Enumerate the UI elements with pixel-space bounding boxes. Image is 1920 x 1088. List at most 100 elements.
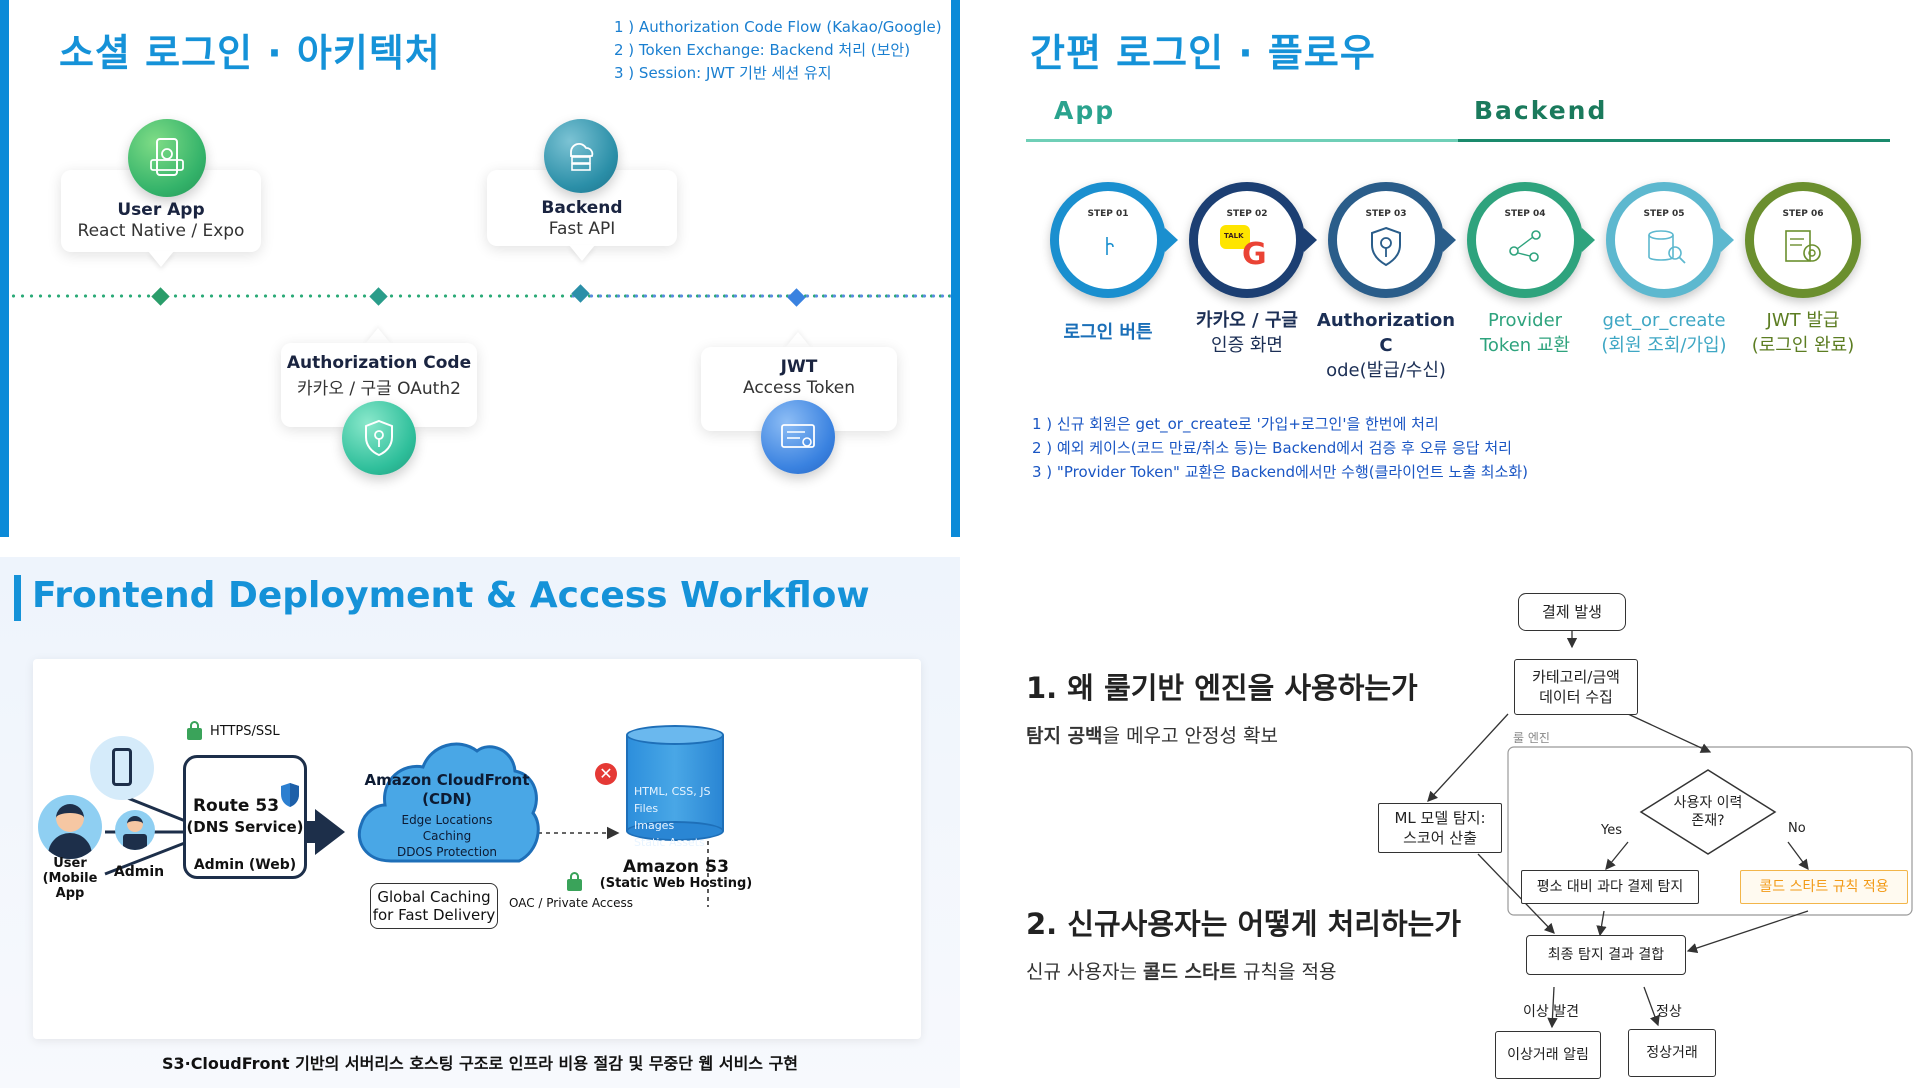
question-1-title: 1. 왜 룰기반 엔진을 사용하는가: [1026, 671, 1418, 705]
shield-key-icon: [1359, 225, 1413, 269]
phone-icon: [128, 119, 206, 197]
step-5-circle: STEP 05: [1606, 182, 1722, 298]
step-5-label: get_or_create(회원 조회/가입): [1589, 308, 1739, 358]
content-line: Images: [634, 819, 675, 832]
backend-card: Backend Fast API: [487, 170, 677, 246]
step-label-line: 로그인 버튼: [1063, 322, 1153, 343]
step-number: STEP 01: [1087, 209, 1129, 219]
admin-web-label: Admin (Web): [193, 857, 297, 873]
user-label: User (Mobile App: [42, 856, 98, 901]
feature-line: DDOS Protection: [396, 845, 498, 859]
timeline-node: [787, 288, 806, 307]
timeline-node: [369, 287, 388, 306]
anomaly-found-label: 이상 발견: [1523, 1004, 1579, 1020]
lock-icon: [186, 721, 202, 740]
step-label-line: Authorization C: [1316, 310, 1456, 356]
architecture-notes: 1 ) Authorization Code Flow (Kakao/Googl…: [614, 16, 942, 85]
caching-line: for Fast Delivery: [372, 906, 496, 924]
answer-text: 신규 사용자는: [1026, 961, 1143, 983]
step-label-line: Token 교환: [1479, 335, 1571, 356]
content-line: HTML, CSS, JS Files: [634, 785, 711, 815]
route53-title: Route 53: [192, 796, 280, 816]
step-number: STEP 03: [1365, 209, 1407, 219]
step-6-label: JWT 발급(로그인 완료): [1728, 308, 1878, 358]
timeline-node: [571, 284, 590, 303]
feature-line: Edge Locations: [401, 813, 493, 827]
tab-underline-app: [1026, 139, 1458, 142]
start-node: 결제 발생: [1518, 593, 1626, 631]
cloudfront-cloud-icon: [357, 742, 540, 863]
rule-engine-label: 룰 엔진: [1513, 731, 1550, 745]
step-connector-arrow: [1165, 228, 1178, 252]
callout-pointer: [569, 245, 595, 261]
global-caching-box: Global Caching for Fast Delivery: [370, 883, 498, 929]
card-subtitle: Fast API: [548, 219, 616, 239]
blocked-icon: ✕: [595, 763, 617, 785]
title-accent-bar: [14, 575, 21, 621]
question-1-answer: 탐지 공백을 메우고 안정성 확보: [1026, 721, 1278, 748]
step-3-label: Authorization C ode(발급/수신): [1311, 308, 1461, 383]
s3-subtitle: (Static Web Hosting): [599, 876, 753, 891]
step-label-line: 카카오 / 구글: [1196, 310, 1298, 331]
tap-icon: [1081, 225, 1135, 269]
cold-start-node: 콜드 스타트 규칙 적용: [1740, 870, 1908, 904]
certificate-icon: [761, 400, 835, 474]
anomaly-alert-node: 이상거래 알림: [1495, 1031, 1601, 1079]
tab-backend: Backend: [1474, 96, 1608, 125]
step-1-circle: STEP 01: [1050, 182, 1166, 298]
step-number: STEP 06: [1782, 209, 1824, 219]
normal-label: 정상: [1656, 1004, 1682, 1020]
shield-icon: [278, 781, 302, 813]
user-app-card: User App React Native / Expo: [61, 170, 261, 252]
step-6-circle: STEP 06: [1745, 182, 1861, 298]
step-label-line: ode(발급/수신): [1326, 360, 1446, 381]
excess-payment-node: 평소 대비 과다 결제 탐지: [1521, 870, 1699, 904]
step-label-line: Provider: [1487, 310, 1563, 331]
card-title: Authorization Code: [286, 353, 472, 373]
caching-line: Global Caching: [377, 888, 491, 906]
normal-transaction-node: 정상거래: [1628, 1029, 1716, 1077]
card-subtitle: Access Token: [743, 378, 855, 398]
collect-data-node: 카테고리/금액 데이터 수집: [1514, 659, 1638, 715]
database-search-icon: [1637, 225, 1691, 269]
callout-pointer: [785, 332, 811, 348]
answer-text: 을 메우고 안정성 확보: [1102, 725, 1278, 747]
step-label-line: JWT 발급: [1766, 310, 1840, 331]
route53-box: Route 53 (DNS Service): [183, 755, 307, 879]
server-cloud-icon: [544, 119, 618, 193]
card-title: Backend: [541, 198, 623, 218]
s3-database-icon: HTML, CSS, JS Files Images Static Assets: [626, 725, 724, 849]
s3-contents: HTML, CSS, JS Files Images Static Assets: [634, 783, 724, 851]
step-1-label: 로그인 버튼: [1033, 320, 1183, 345]
card-title: User App: [117, 200, 205, 220]
feature-line: Caching: [422, 829, 472, 843]
admin-avatar-icon: [115, 810, 155, 850]
content-line: Static Assets: [634, 836, 705, 849]
note-line: 3 ) Session: JWT 기반 세션 유지: [614, 64, 832, 82]
deployment-panel: Frontend Deployment & Access Workflow Us…: [0, 557, 960, 1088]
note-line: 1 ) 신규 회원은 get_or_create로 '가입+로그인'을 한번에 …: [1032, 415, 1439, 433]
cloudfront-subtitle: (CDN): [422, 790, 472, 808]
step-3-circle: STEP 03: [1328, 182, 1444, 298]
timeline-dotted-line-blue: [569, 294, 951, 298]
card-subtitle: React Native / Expo: [77, 221, 245, 241]
decision-node: 사용자 이력 존재?: [1673, 795, 1743, 829]
oac-label: OAC / Private Access: [509, 896, 634, 910]
note-line: 2 ) 예외 케이스(코드 만료/취소 등)는 Backend에서 검증 후 오…: [1032, 439, 1512, 457]
deployment-diagram: User (Mobile App Admin HTTPS/SSL Route 5…: [33, 659, 921, 1039]
step-connector-arrow: [1721, 228, 1734, 252]
mobile-phone-icon: [90, 736, 154, 800]
social-architecture-panel: 소셜 로그인 · 아키텍처 1 ) Authorization Code Flo…: [0, 0, 960, 537]
card-subtitle: 카카오 / 구글 OAuth2: [297, 379, 461, 399]
kakao-badge: TALK: [1224, 232, 1244, 240]
question-2-title: 2. 신규사용자는 어떻게 처리하는가: [1026, 907, 1462, 941]
note-line: 3 ) "Provider Token" 교환은 Backend에서만 수행(클…: [1032, 463, 1529, 481]
step-connector-arrow: [1304, 228, 1317, 252]
no-label: No: [1788, 821, 1806, 836]
deployment-caption: S3·CloudFront 기반의 서버리스 호스팅 구조로 인프라 비용 절감…: [161, 1054, 799, 1073]
